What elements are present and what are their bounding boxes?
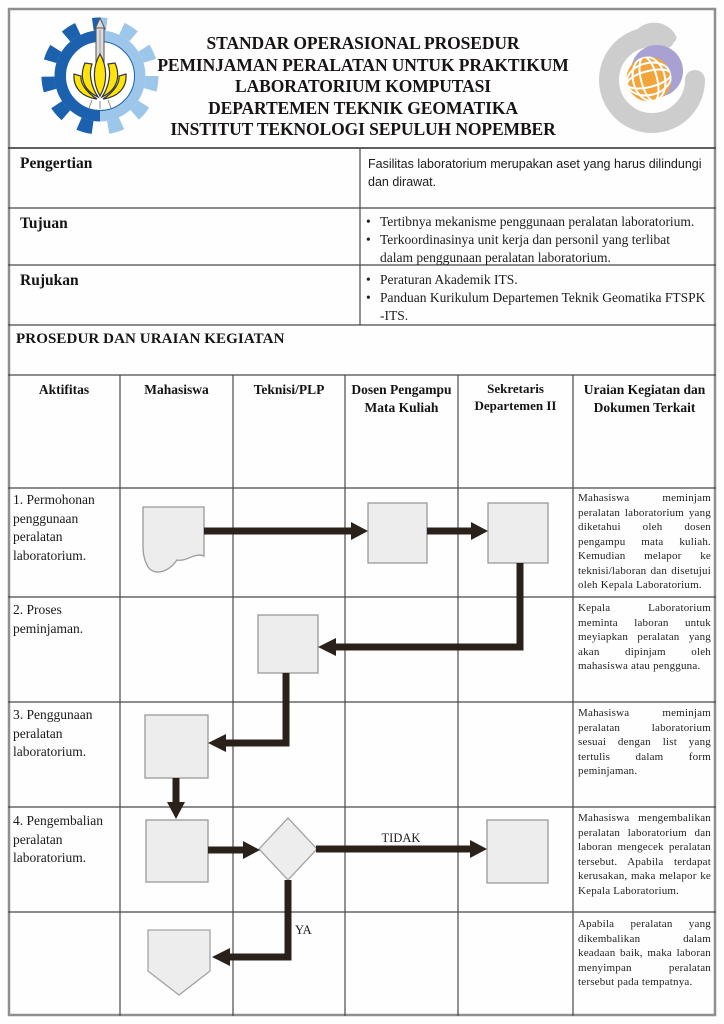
title-line: INSTITUT TEKNOLOGI SEPULUH NOPEMBER <box>170 119 556 139</box>
row-label-pengertian: Pengertian <box>20 155 93 172</box>
process-box-sekretaris <box>487 502 549 564</box>
process-box-lapor-kerusakan <box>486 819 549 884</box>
its-logo <box>41 16 159 135</box>
geomatika-logo <box>599 22 705 133</box>
column-header-mahasiswa: Mahasiswa <box>144 382 209 397</box>
process-box-penggunaan <box>144 714 209 779</box>
activity-label: 2. Proses peminjaman. <box>13 602 84 636</box>
activity-label: 1. Permohonan penggunaan peralatan labor… <box>13 492 95 563</box>
flowchart-connectors <box>172 527 524 961</box>
activity-description: Mahasiswa meminjam peralatan laboratoriu… <box>578 707 711 778</box>
tujuan-bullets: • Tertibnya mekanisme penggunaan peralat… <box>366 213 706 267</box>
bullet-icon: • <box>366 214 371 229</box>
column-header-dosen: Dosen Pengampu Mata Kuliah <box>351 382 452 415</box>
title-line: STANDAR OPERASIONAL PROSEDUR <box>206 33 520 53</box>
terminator-pentagon-selesai <box>147 929 211 996</box>
branch-label-tidak: TIDAK <box>382 831 421 845</box>
flowchart-shapes <box>142 502 549 996</box>
bullet-icon: • <box>366 290 371 306</box>
column-header-teknisi: Teknisi/PLP <box>253 382 325 397</box>
pengertian-text: Fasilitas laboratorium merupakan aset ya… <box>368 157 702 190</box>
activity-label: 4. Pengembalian peralatan laboratorium. <box>13 813 103 866</box>
rujukan-bullet-text: Peraturan Akademik ITS. <box>380 272 518 287</box>
column-header-uraian: Uraian Kegiatan dan Dokumen Terkait <box>583 382 706 415</box>
list-item: • Peraturan Akademik ITS. <box>366 271 706 289</box>
title-line: DEPARTEMEN TEKNIK GEOMATIKA <box>208 97 518 118</box>
list-item: • Panduan Kurikulum Departemen Teknik Ge… <box>366 289 706 325</box>
tujuan-bullet-text: Tertibnya mekanisme penggunaan peralatan… <box>380 214 695 229</box>
section-title: PROSEDUR DAN URAIAN KEGIATAN <box>16 331 285 347</box>
process-box-pengembalian <box>145 819 209 883</box>
decision-diamond-check <box>258 817 318 881</box>
activity-description: Apabila peralatan yang dikembalikan dala… <box>578 918 711 989</box>
list-item: • Tertibnya mekanisme penggunaan peralat… <box>366 213 706 231</box>
activity-label: 3. Penggunaan peralatan laboratorium. <box>13 707 93 760</box>
row-label-tujuan: Tujuan <box>20 215 68 232</box>
process-box-dosen <box>367 502 428 564</box>
rujukan-bullets: • Peraturan Akademik ITS. • Panduan Kuri… <box>366 271 706 325</box>
title-line: PEMINJAMAN PERALATAN UNTUK PRAKTIKUM <box>157 54 569 75</box>
title-line: LABORATORIUM KOMPUTASI <box>235 76 491 96</box>
activity-description: Mahasiswa mengembalikan peralatan labora… <box>578 812 711 897</box>
flowchart-arrowheads <box>167 522 488 966</box>
column-header-aktifitas: Aktifitas <box>38 382 90 397</box>
row-label-rujukan: Rujukan <box>20 272 79 289</box>
column-header-sekretaris: Sekretaris Departemen II <box>474 381 557 413</box>
branch-label-ya: YA <box>295 923 312 937</box>
activity-description: Mahasiswa meminjam peralatan laboratoriu… <box>578 492 711 592</box>
rujukan-bullet-text: Panduan Kurikulum Departemen Teknik Geom… <box>380 290 706 324</box>
tujuan-bullet-text: Terkoordinasinya unit kerja dan personil… <box>380 232 670 266</box>
bullet-icon: • <box>366 272 371 287</box>
list-item: • Terkoordinasinya unit kerja dan person… <box>366 231 706 267</box>
bullet-icon: • <box>366 232 371 248</box>
activity-description: Kepala Laboratorium meminta laboran untu… <box>578 602 711 673</box>
document-title: STANDAR OPERASIONAL PROSEDUR PEMINJAMAN … <box>150 33 576 141</box>
process-box-teknisi <box>257 614 319 674</box>
document-shape-permohonan <box>142 506 205 573</box>
